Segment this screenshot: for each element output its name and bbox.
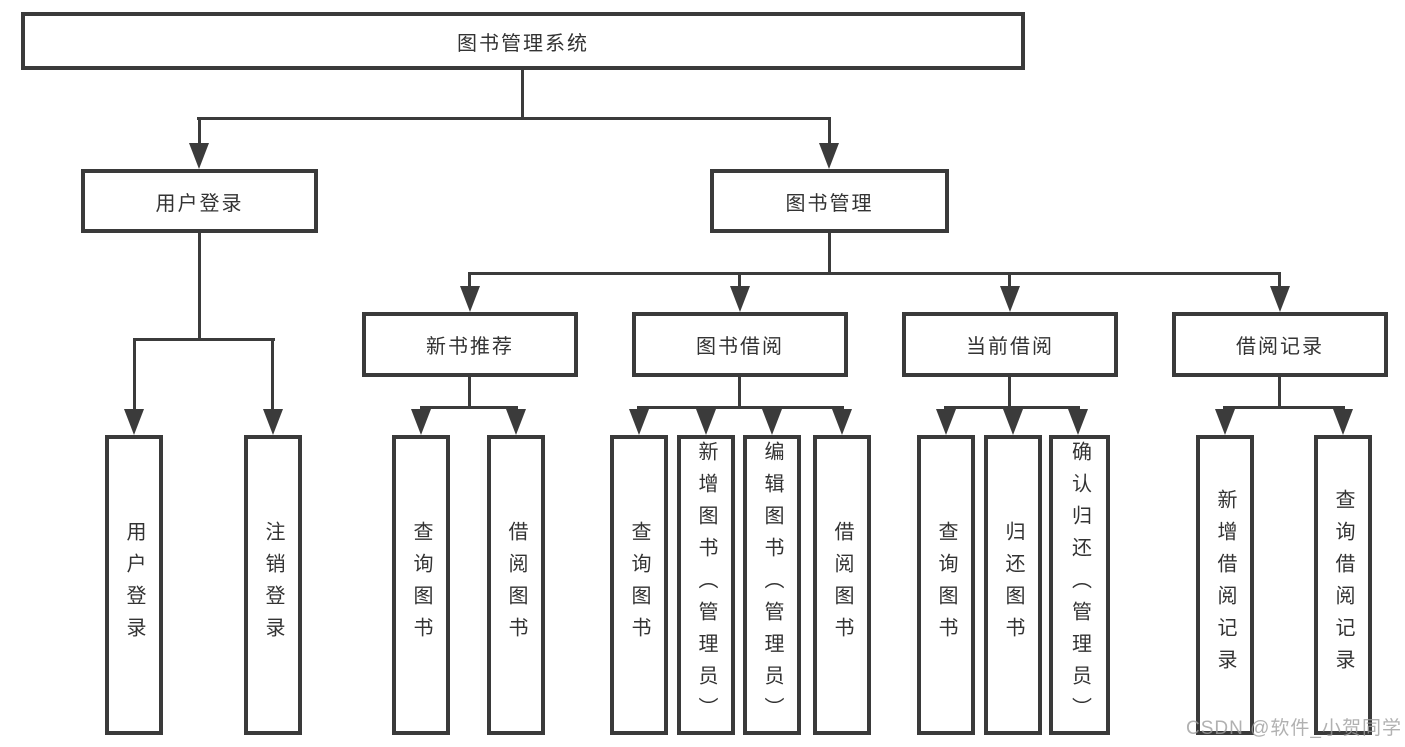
node-library-management-system: 图书管理系统 xyxy=(21,12,1025,70)
edge-root-bar xyxy=(197,117,831,120)
leaf-borrow-books-recommend: 借阅图书 xyxy=(487,435,545,735)
edge-login-drop-2 xyxy=(271,338,274,412)
node-label: 注销登录 xyxy=(262,521,284,649)
arrow-down-icon xyxy=(411,409,431,435)
arrow-down-icon xyxy=(1068,409,1088,435)
edge-mgmt-drop-1 xyxy=(468,272,471,288)
leaf-search-books-borrow: 查询图书 xyxy=(610,435,668,735)
edge-borrow-stub xyxy=(738,377,741,408)
node-label: 新书推荐 xyxy=(426,336,514,358)
node-label: 查询图书 xyxy=(935,521,957,649)
arrow-down-icon xyxy=(1270,286,1290,312)
edge-current-stub xyxy=(1008,377,1011,408)
edge-records-bar xyxy=(1223,406,1345,409)
watermark: CSDN @软件_小贺同学 xyxy=(1186,718,1402,739)
node-label: 借阅图书 xyxy=(831,521,853,649)
leaf-logout: 注销登录 xyxy=(244,435,302,735)
arrow-down-icon xyxy=(819,143,839,169)
node-current-borrow: 当前借阅 xyxy=(902,312,1118,377)
node-label: 用户登录 xyxy=(123,521,145,649)
node-borrow-records: 借阅记录 xyxy=(1172,312,1388,377)
node-label: 借阅记录 xyxy=(1236,336,1324,358)
node-label: 新增借阅记录 xyxy=(1214,489,1236,681)
arrow-down-icon xyxy=(189,143,209,169)
leaf-add-borrow-record: 新增借阅记录 xyxy=(1196,435,1254,735)
arrow-down-icon xyxy=(936,409,956,435)
node-label: 查询图书 xyxy=(410,521,432,649)
edge-mgmt-drop-4 xyxy=(1278,272,1281,288)
leaf-confirm-return-admin: 确认归还（管理员） xyxy=(1049,435,1110,735)
arrow-down-icon xyxy=(1215,409,1235,435)
arrow-down-icon xyxy=(832,409,852,435)
arrow-down-icon xyxy=(1333,409,1353,435)
edge-mgmt-drop-2 xyxy=(738,272,741,288)
node-label: 图书借阅 xyxy=(696,336,784,358)
arrow-down-icon xyxy=(629,409,649,435)
edge-current-bar xyxy=(944,406,1080,409)
edge-recommend-bar xyxy=(420,406,518,409)
edge-root-stub xyxy=(521,70,524,120)
node-label: 借阅图书 xyxy=(505,521,527,649)
edge-login-stub xyxy=(198,233,201,340)
edge-root-drop-1 xyxy=(198,117,201,150)
edge-login-bar xyxy=(133,338,275,341)
leaf-add-book-admin: 新增图书（管理员） xyxy=(677,435,735,735)
node-label: 用户登录 xyxy=(155,192,244,215)
node-book-management: 图书管理 xyxy=(710,169,949,233)
node-label: 图书管理系统 xyxy=(457,32,589,55)
leaf-borrow-books: 借阅图书 xyxy=(813,435,871,735)
node-label: 编辑图书（管理员） xyxy=(761,441,783,729)
edge-borrow-bar xyxy=(637,406,844,409)
arrow-down-icon xyxy=(1003,409,1023,435)
edge-mgmt-stub xyxy=(828,233,831,275)
leaf-user-login: 用户登录 xyxy=(105,435,163,735)
node-label: 当前借阅 xyxy=(966,336,1054,358)
edge-mgmt-bar xyxy=(468,272,1281,275)
node-label: 确认归还（管理员） xyxy=(1068,441,1091,729)
node-user-login: 用户登录 xyxy=(81,169,318,233)
arrow-down-icon xyxy=(1000,286,1020,312)
arrow-down-icon xyxy=(124,409,144,435)
arrow-down-icon xyxy=(730,286,750,312)
node-new-book-recommend: 新书推荐 xyxy=(362,312,578,377)
edge-mgmt-drop-3 xyxy=(1008,272,1011,288)
leaf-search-borrow-record: 查询借阅记录 xyxy=(1314,435,1372,735)
leaf-return-books: 归还图书 xyxy=(984,435,1042,735)
node-label: 图书管理 xyxy=(785,192,874,215)
edge-records-stub xyxy=(1278,377,1281,408)
arrow-down-icon xyxy=(762,409,782,435)
arrow-down-icon xyxy=(506,409,526,435)
edge-root-drop-2 xyxy=(828,117,831,150)
leaf-search-books-current: 查询图书 xyxy=(917,435,975,735)
arrow-down-icon xyxy=(696,409,716,435)
leaf-edit-book-admin: 编辑图书（管理员） xyxy=(743,435,801,735)
edge-login-drop-1 xyxy=(133,338,136,412)
node-book-borrow: 图书借阅 xyxy=(632,312,848,377)
leaf-search-books-recommend: 查询图书 xyxy=(392,435,450,735)
node-label: 新增图书（管理员） xyxy=(695,441,717,729)
node-label: 归还图书 xyxy=(1002,521,1024,649)
arrow-down-icon xyxy=(460,286,480,312)
arrow-down-icon xyxy=(263,409,283,435)
node-label: 查询图书 xyxy=(628,521,650,649)
edge-recommend-stub xyxy=(468,377,471,408)
node-label: 查询借阅记录 xyxy=(1332,489,1354,681)
